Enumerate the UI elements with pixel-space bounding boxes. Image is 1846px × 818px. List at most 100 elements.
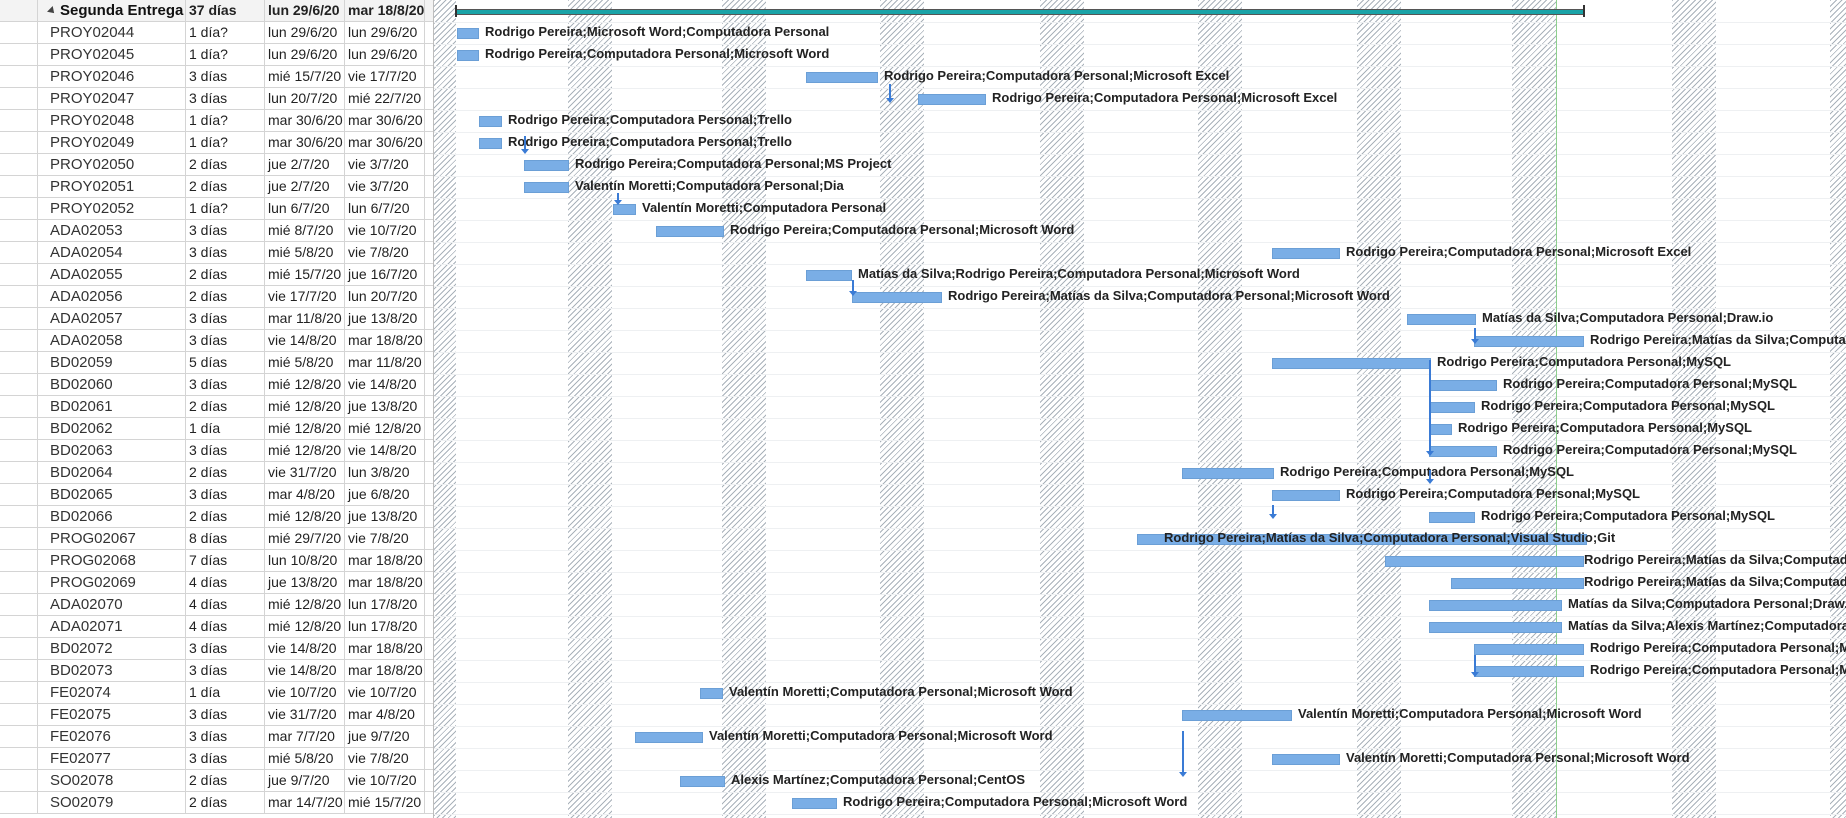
task-name[interactable]: BD02072 [38,638,186,659]
task-start[interactable]: vie 17/7/20 [265,286,345,307]
task-start[interactable]: lun 6/7/20 [265,198,345,219]
task-end[interactable]: jue 13/8/20 [345,308,425,329]
task-name[interactable]: ADA02055 [38,264,186,285]
task-duration[interactable]: 3 días [186,88,265,109]
task-name[interactable]: PROY02048 [38,110,186,131]
task-duration[interactable]: 3 días [186,748,265,769]
task-end[interactable]: mar 18/8/20 [345,660,425,681]
task-start[interactable]: vie 31/7/20 [265,704,345,725]
task-duration[interactable]: 2 días [186,462,265,483]
task-start[interactable]: mié 5/8/20 [265,242,345,263]
task-end[interactable]: vie 17/7/20 [345,66,425,87]
task-end[interactable]: vie 14/8/20 [345,374,425,395]
row-indicator[interactable] [0,44,38,65]
task-name[interactable]: ADA02057 [38,308,186,329]
task-name[interactable]: PROY02044 [38,22,186,43]
row-indicator[interactable] [0,572,38,593]
summary-end[interactable]: mar 18/8/20 [345,0,425,21]
row-indicator[interactable] [0,418,38,439]
task-name[interactable]: PROY02045 [38,44,186,65]
row-indicator[interactable] [0,154,38,175]
task-bar[interactable] [479,116,502,127]
task-start[interactable]: mié 12/8/20 [265,594,345,615]
task-duration[interactable]: 1 día [186,682,265,703]
task-name[interactable]: ADA02070 [38,594,186,615]
task-name[interactable]: PROY02051 [38,176,186,197]
task-duration[interactable]: 2 días [186,154,265,175]
task-duration[interactable]: 8 días [186,528,265,549]
task-end[interactable]: jue 9/7/20 [345,726,425,747]
task-duration[interactable]: 4 días [186,594,265,615]
task-end[interactable]: jue 16/7/20 [345,264,425,285]
task-name[interactable]: BD02073 [38,660,186,681]
task-end[interactable]: vie 3/7/20 [345,154,425,175]
row-indicator[interactable] [0,176,38,197]
task-name[interactable]: PROG02069 [38,572,186,593]
row-indicator[interactable] [0,550,38,571]
task-end[interactable]: lun 17/8/20 [345,594,425,615]
task-start[interactable]: mar 30/6/20 [265,132,345,153]
task-end[interactable]: mié 12/8/20 [345,418,425,439]
task-name[interactable]: BD02064 [38,462,186,483]
row-indicator[interactable] [0,682,38,703]
task-duration[interactable]: 2 días [186,264,265,285]
task-start[interactable]: mié 12/8/20 [265,396,345,417]
task-start[interactable]: lun 10/8/20 [265,550,345,571]
task-bar[interactable] [1451,578,1584,589]
task-start[interactable]: vie 31/7/20 [265,462,345,483]
row-indicator[interactable] [0,770,38,791]
task-name[interactable]: PROY02047 [38,88,186,109]
task-duration[interactable]: 4 días [186,572,265,593]
task-start[interactable]: mar 4/8/20 [265,484,345,505]
task-bar[interactable] [1474,644,1584,655]
task-bar[interactable] [680,776,725,787]
task-duration[interactable]: 3 días [186,220,265,241]
row-indicator[interactable] [0,0,38,21]
task-name[interactable]: FE02074 [38,682,186,703]
task-end[interactable]: vie 14/8/20 [345,440,425,461]
task-name[interactable]: FE02076 [38,726,186,747]
task-name[interactable]: PROY02052 [38,198,186,219]
row-indicator[interactable] [0,308,38,329]
task-start[interactable]: mié 29/7/20 [265,528,345,549]
task-start[interactable]: mié 12/8/20 [265,506,345,527]
task-end[interactable]: jue 13/8/20 [345,506,425,527]
task-start[interactable]: jue 2/7/20 [265,154,345,175]
task-end[interactable]: mar 18/8/20 [345,550,425,571]
task-duration[interactable]: 1 día? [186,22,265,43]
task-end[interactable]: vie 10/7/20 [345,682,425,703]
task-start[interactable]: mié 12/8/20 [265,616,345,637]
task-start[interactable]: vie 10/7/20 [265,682,345,703]
task-name[interactable]: BD02062 [38,418,186,439]
task-start[interactable]: mar 14/7/20 [265,792,345,813]
task-name[interactable]: SO02079 [38,792,186,813]
task-bar[interactable] [1272,490,1340,501]
task-bar[interactable] [1429,380,1497,391]
row-indicator[interactable] [0,528,38,549]
row-indicator[interactable] [0,726,38,747]
task-bar[interactable] [918,94,986,105]
task-bar[interactable] [1429,600,1562,611]
task-bar[interactable] [656,226,724,237]
task-end[interactable]: vie 7/8/20 [345,528,425,549]
task-name[interactable]: BD02060 [38,374,186,395]
task-name[interactable]: FE02075 [38,704,186,725]
task-bar[interactable] [1407,314,1476,325]
task-name[interactable]: PROG02068 [38,550,186,571]
task-end[interactable]: jue 13/8/20 [345,396,425,417]
task-duration[interactable]: 2 días [186,506,265,527]
